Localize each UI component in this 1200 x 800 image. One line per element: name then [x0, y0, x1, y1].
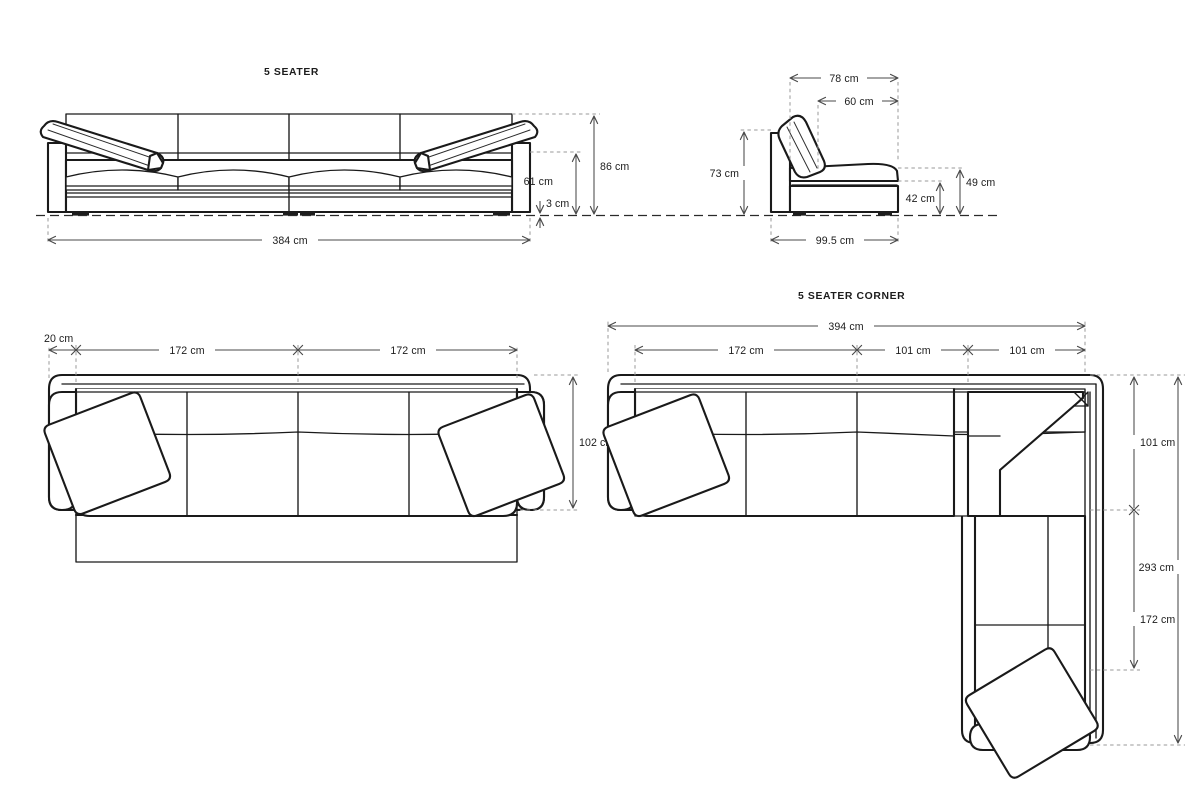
foot-center-a — [283, 211, 298, 216]
dim-side-arm-height: 49 cm — [966, 177, 995, 189]
plan-straight-dimensions: 20 cm 172 cm 172 cm 102 cm — [44, 333, 614, 511]
side-foot-right — [878, 211, 892, 216]
dim-plan-module-1: 172 cm — [169, 345, 204, 357]
dim-corner-overall-depth: 293 cm — [1139, 562, 1174, 574]
dim-corner-chaise-length: 172 cm — [1140, 614, 1175, 626]
dim-front-back-height: 61 cm — [524, 176, 553, 188]
front-elevation-drawing — [39, 113, 539, 216]
side-elevation-drawing — [769, 114, 900, 216]
front-elevation-dimensions: 86 cm 61 cm 3 cm 384 cm — [47, 113, 629, 247]
foot-center-b — [300, 211, 315, 216]
dim-front-overall-width: 384 cm — [272, 235, 307, 247]
dim-corner-overall-width: 394 cm — [828, 321, 863, 333]
dim-corner-module-1: 172 cm — [728, 345, 763, 357]
foot-left — [72, 211, 89, 216]
dim-corner-module-3: 101 cm — [1009, 345, 1044, 357]
plan-straight-drawing — [43, 373, 566, 563]
foot-right — [493, 211, 510, 216]
dim-corner-module-2: 101 cm — [895, 345, 930, 357]
plan-corner-dimensions: 394 cm 172 cm 101 cm 101 cm 101 cm 172 c… — [607, 319, 1188, 746]
dim-side-seat-depth: 60 cm — [844, 96, 873, 108]
plan-corner-drawing — [602, 373, 1105, 779]
side-foot-left — [793, 211, 806, 216]
dim-side-overall-depth: 99.5 cm — [816, 235, 854, 247]
plan-corner-title: 5 SEATER CORNER — [798, 291, 905, 302]
dim-side-back-height: 73 cm — [710, 168, 739, 180]
dim-plan-module-2: 172 cm — [390, 345, 425, 357]
dim-corner-upper-depth: 101 cm — [1140, 437, 1175, 449]
dim-front-overall-height: 86 cm — [600, 161, 629, 173]
dim-side-seat-height: 42 cm — [906, 193, 935, 205]
dim-front-floor-clearance: 3 cm — [546, 198, 569, 210]
side-elevation-dimensions: 78 cm 60 cm 73 cm 49 cm 42 cm 99.5 cm — [710, 71, 995, 247]
front-elevation-title: 5 SEATER — [264, 67, 319, 78]
dim-side-depth-upper: 78 cm — [829, 73, 858, 85]
dim-plan-arm-width: 20 cm — [44, 333, 73, 345]
